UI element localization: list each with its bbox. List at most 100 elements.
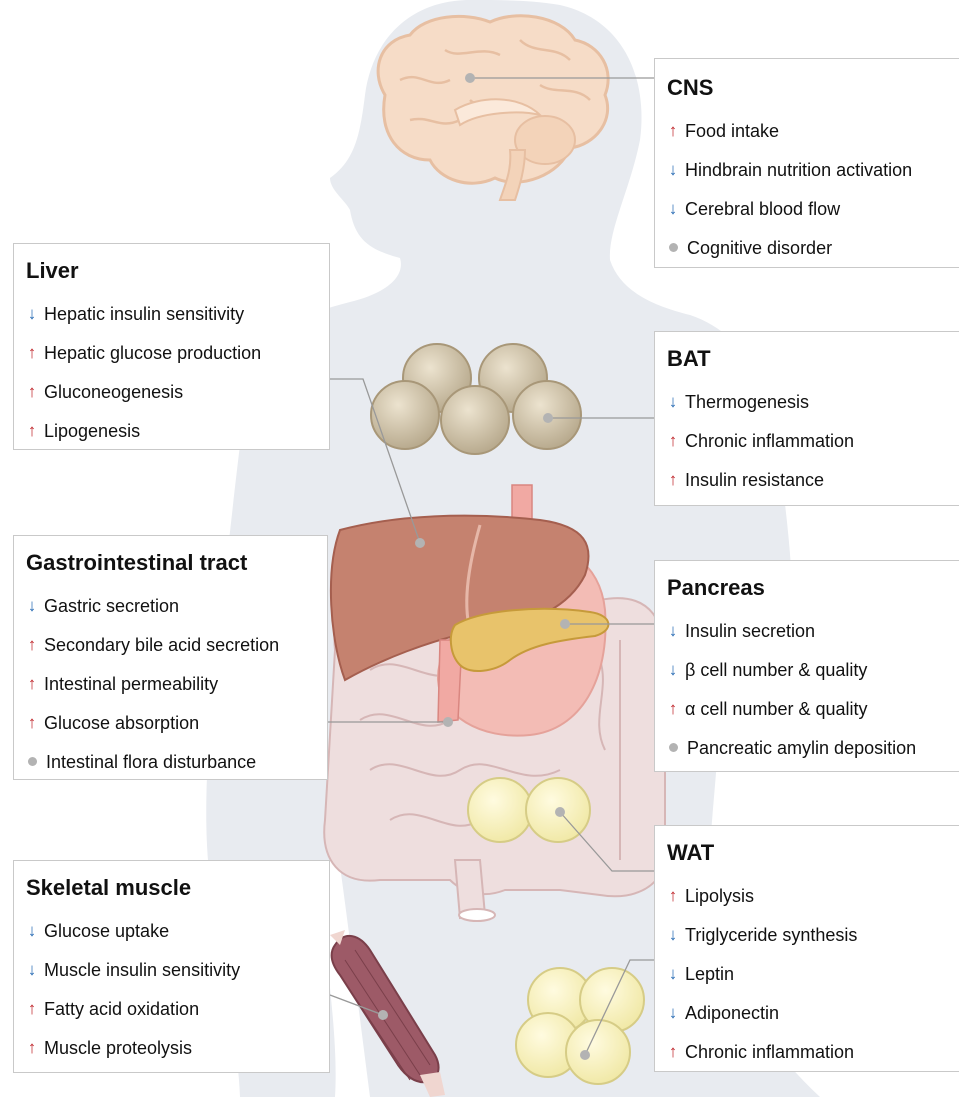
gi-item: ↑ Glucose absorption [26, 703, 327, 742]
item-text: Chronic inflammation [685, 430, 854, 452]
item-text: Lipogenesis [44, 420, 140, 442]
up-arrow-icon: ↑ [667, 1043, 679, 1061]
item-text: Cerebral blood flow [685, 198, 840, 220]
gi-title: Gastrointestinal tract [26, 550, 327, 576]
item-text: Hepatic insulin sensitivity [44, 303, 244, 325]
down-arrow-icon: ↓ [26, 305, 38, 323]
wat-cells-lower [516, 968, 644, 1084]
up-arrow-icon: ↑ [26, 636, 38, 654]
item-text: Secondary bile acid secretion [44, 634, 279, 656]
up-arrow-icon: ↑ [26, 1039, 38, 1057]
item-text: Leptin [685, 963, 734, 985]
muscle-title: Skeletal muscle [26, 875, 329, 901]
neutral-dot-icon [669, 743, 678, 752]
up-arrow-icon: ↑ [26, 714, 38, 732]
item-text: Thermogenesis [685, 391, 809, 413]
cns-title: CNS [667, 75, 959, 101]
item-text: Hepatic glucose production [44, 342, 261, 364]
up-arrow-icon: ↑ [667, 432, 679, 450]
down-arrow-icon: ↓ [667, 965, 679, 983]
down-arrow-icon: ↓ [667, 926, 679, 944]
liver-item: ↑ Hepatic glucose production [26, 333, 329, 372]
item-text: Pancreatic amylin deposition [687, 737, 916, 759]
bat-box: BAT ↓Thermogenesis↑Chronic inflammation↑… [654, 331, 959, 506]
item-text: Glucose uptake [44, 920, 169, 942]
pancreas-item: ↑ α cell number & quality [667, 689, 959, 728]
liver-title: Liver [26, 258, 329, 284]
up-arrow-icon: ↑ [667, 887, 679, 905]
muscle-item: ↑ Muscle proteolysis [26, 1028, 329, 1067]
item-text: Lipolysis [685, 885, 754, 907]
muscle-item-list: ↓Glucose uptake ↓ Muscle insulin sensitivi… [26, 911, 329, 1067]
down-arrow-icon: ↓ [667, 161, 679, 179]
up-arrow-icon: ↑ [667, 471, 679, 489]
cns-item-list: ↑ Food intake ↓Hindbrain nutrition activat… [667, 111, 959, 267]
pancreas-item: ↓ β cell number & quality [667, 650, 959, 689]
item-text: Chronic inflammation [685, 1041, 854, 1063]
item-text: Intestinal flora disturbance [46, 751, 256, 773]
cns-item: ↑ Food intake [667, 111, 959, 150]
gi-box: Gastrointestinal tract ↓ Gastric secretio… [13, 535, 328, 780]
item-text: Gastric secretion [44, 595, 179, 617]
item-text: Intestinal permeability [44, 673, 218, 695]
down-arrow-icon: ↓ [26, 961, 38, 979]
cns-item: ↓Hindbrain nutrition activation [667, 150, 959, 189]
wat-item: ↑ Chronic inflammation [667, 1032, 959, 1071]
bat-item: ↑ Insulin resistance [667, 460, 959, 499]
wat-item: ↓ Leptin [667, 954, 959, 993]
pancreas-item: Pancreatic amylin deposition [667, 728, 959, 767]
item-text: Triglyceride synthesis [685, 924, 857, 946]
item-text: Food intake [685, 120, 779, 142]
liver-item: ↑ Gluconeogenesis [26, 372, 329, 411]
wat-item: ↓ Adiponectin [667, 993, 959, 1032]
up-arrow-icon: ↑ [26, 383, 38, 401]
up-arrow-icon: ↑ [667, 700, 679, 718]
cns-box: CNS ↑ Food intake ↓Hindbrain nutrition act… [654, 58, 959, 268]
neutral-dot-icon [669, 243, 678, 252]
cns-item: ↓Cerebral blood flow [667, 189, 959, 228]
muscle-box: Skeletal muscle ↓Glucose uptake ↓ Muscle i… [13, 860, 330, 1073]
muscle-item: ↓Glucose uptake [26, 911, 329, 950]
gi-item: ↑ Secondary bile acid secretion [26, 625, 327, 664]
liver-item: ↑ Lipogenesis [26, 411, 329, 450]
down-arrow-icon: ↓ [667, 393, 679, 411]
item-text: α cell number & quality [685, 698, 868, 720]
bat-item: ↓ Thermogenesis [667, 382, 959, 421]
gi-item: Intestinal flora disturbance [26, 742, 327, 781]
up-arrow-icon: ↑ [26, 422, 38, 440]
muscle-item: ↓ Muscle insulin sensitivity [26, 950, 329, 989]
up-arrow-icon: ↑ [667, 122, 679, 140]
item-text: Insulin resistance [685, 469, 824, 491]
item-text: β cell number & quality [685, 659, 867, 681]
item-text: Cognitive disorder [687, 237, 832, 259]
up-arrow-icon: ↑ [26, 344, 38, 362]
neutral-dot-icon [28, 757, 37, 766]
item-text: Gluconeogenesis [44, 381, 183, 403]
down-arrow-icon: ↓ [667, 661, 679, 679]
liver-item: ↓ Hepatic insulin sensitivity [26, 294, 329, 333]
pancreas-title: Pancreas [667, 575, 959, 601]
wat-item: ↑ Lipolysis [667, 876, 959, 915]
item-text: Muscle insulin sensitivity [44, 959, 240, 981]
liver-box: Liver ↓ Hepatic insulin sensitivity ↑ Hepat… [13, 243, 330, 450]
pancreas-item-list: ↓Insulin secretion↓ β cell number & qual… [667, 611, 959, 767]
pancreas-item: ↓Insulin secretion [667, 611, 959, 650]
down-arrow-icon: ↓ [667, 622, 679, 640]
wat-item-list: ↑ Lipolysis ↓ Triglyceride synthesis ↓ Lept… [667, 876, 959, 1071]
gi-item-list: ↓ Gastric secretion ↑ Secondary bile acid s… [26, 586, 327, 781]
item-text: Glucose absorption [44, 712, 199, 734]
item-text: Fatty acid oxidation [44, 998, 199, 1020]
bat-title: BAT [667, 346, 959, 372]
liver-item-list: ↓ Hepatic insulin sensitivity ↑ Hepatic glu… [26, 294, 329, 450]
wat-title: WAT [667, 840, 959, 866]
up-arrow-icon: ↑ [26, 675, 38, 693]
bat-item: ↑ Chronic inflammation [667, 421, 959, 460]
down-arrow-icon: ↓ [667, 1004, 679, 1022]
wat-item: ↓ Triglyceride synthesis [667, 915, 959, 954]
muscle-item: ↑Fatty acid oxidation [26, 989, 329, 1028]
pancreas-box: Pancreas ↓Insulin secretion↓ β cell numb… [654, 560, 959, 772]
down-arrow-icon: ↓ [26, 597, 38, 615]
item-text: Adiponectin [685, 1002, 779, 1024]
item-text: Muscle proteolysis [44, 1037, 192, 1059]
bat-item-list: ↓ Thermogenesis ↑ Chronic inflammation ↑ Insu… [667, 382, 959, 499]
